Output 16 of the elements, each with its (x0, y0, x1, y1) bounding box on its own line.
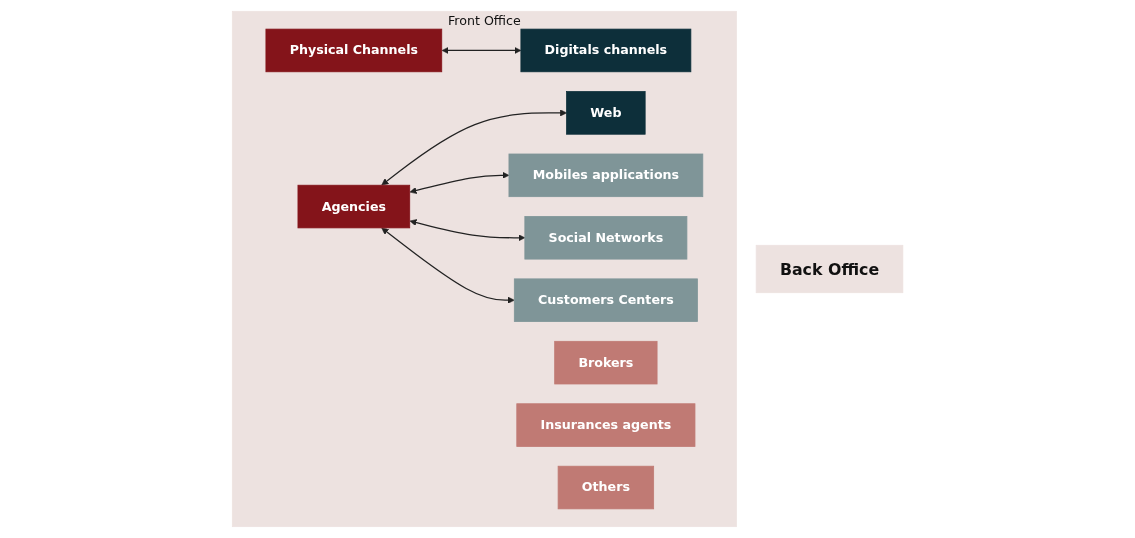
node-box: Social Networks (524, 216, 688, 260)
node-box: Physical Channels (265, 28, 443, 73)
node-box: Brokers (554, 340, 658, 385)
node-box: Insurances agents (516, 403, 696, 447)
node-box: Back Office (755, 244, 904, 294)
node-box: Web (566, 91, 646, 135)
arrow (441, 46, 522, 54)
node-box: Digitals channels (520, 28, 692, 73)
node-box: Mobiles applications (508, 153, 704, 198)
arrow (381, 227, 515, 304)
arrow (381, 109, 567, 186)
node-box: Customers Centers (513, 278, 698, 322)
node-box: Agencies (297, 184, 411, 229)
arrow (409, 171, 510, 194)
arrow (409, 219, 526, 242)
node-box: Others (557, 465, 654, 510)
